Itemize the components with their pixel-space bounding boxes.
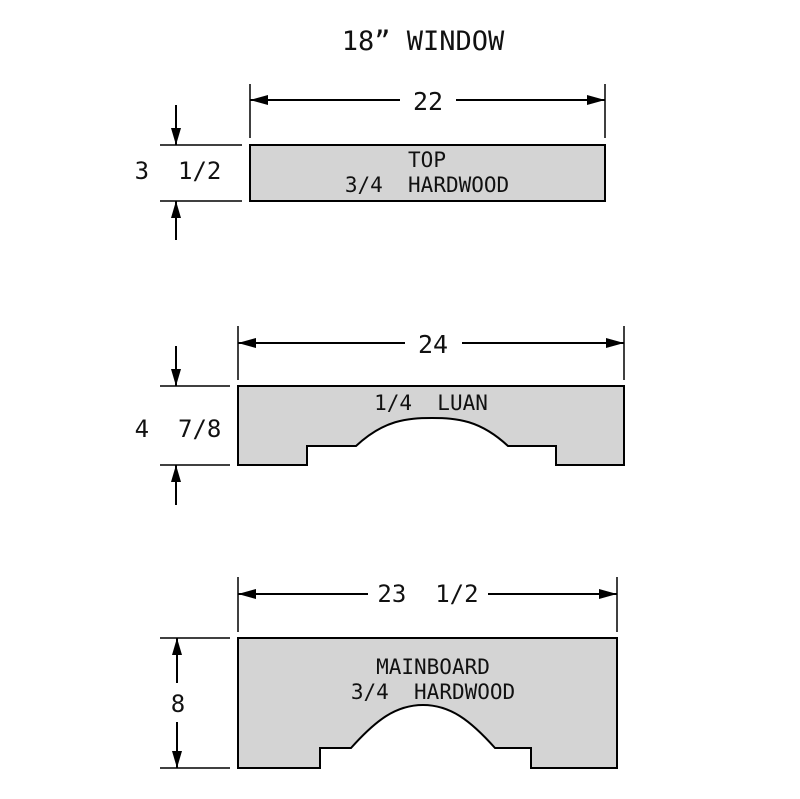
top-board (249, 144, 606, 202)
mainboard-label-name: MAINBOARD (376, 655, 490, 679)
top-width-dimension: 22 (413, 87, 443, 116)
top-board-group: 22 3 1/2 TOP 3/4 HARDWOOD (135, 84, 606, 240)
mainboard-height-dimension: 8 (171, 690, 185, 718)
mainboard (237, 637, 618, 769)
top-width-arrow-left (250, 95, 268, 105)
luan-width-dimension: 24 (418, 330, 448, 359)
mainboard-width-arrow-right (599, 589, 617, 599)
luan-width-arrow-left (238, 338, 256, 348)
mainboard-height-arrow-upper (172, 638, 182, 655)
luan-width-arrow-right (606, 338, 624, 348)
luan-board-label: 1/4 LUAN (374, 391, 488, 415)
luan-height-arrow-upper (171, 369, 181, 386)
luan-board (237, 385, 625, 466)
mainboard-label-material: 3/4 HARDWOOD (351, 680, 515, 704)
drawing-title: 18” WINDOW (342, 26, 505, 57)
luan-board-group: 24 4 7/8 1/4 LUAN (135, 326, 625, 505)
top-height-arrow-lower (171, 201, 181, 218)
top-board-label-material: 3/4 HARDWOOD (345, 173, 509, 197)
top-board-label-name: TOP (408, 148, 446, 172)
top-height-arrow-upper (171, 128, 181, 145)
mainboard-width-arrow-left (238, 589, 256, 599)
luan-height-arrow-lower (171, 465, 181, 482)
luan-height-dimension: 4 7/8 (135, 415, 222, 443)
mainboard-height-arrow-lower (172, 751, 182, 768)
mainboard-group: 23 1/2 8 MAINBOARD 3/4 HARDWOOD (160, 577, 618, 769)
top-height-dimension: 3 1/2 (135, 157, 222, 185)
top-width-arrow-right (587, 95, 605, 105)
mainboard-width-dimension: 23 1/2 (377, 580, 478, 608)
